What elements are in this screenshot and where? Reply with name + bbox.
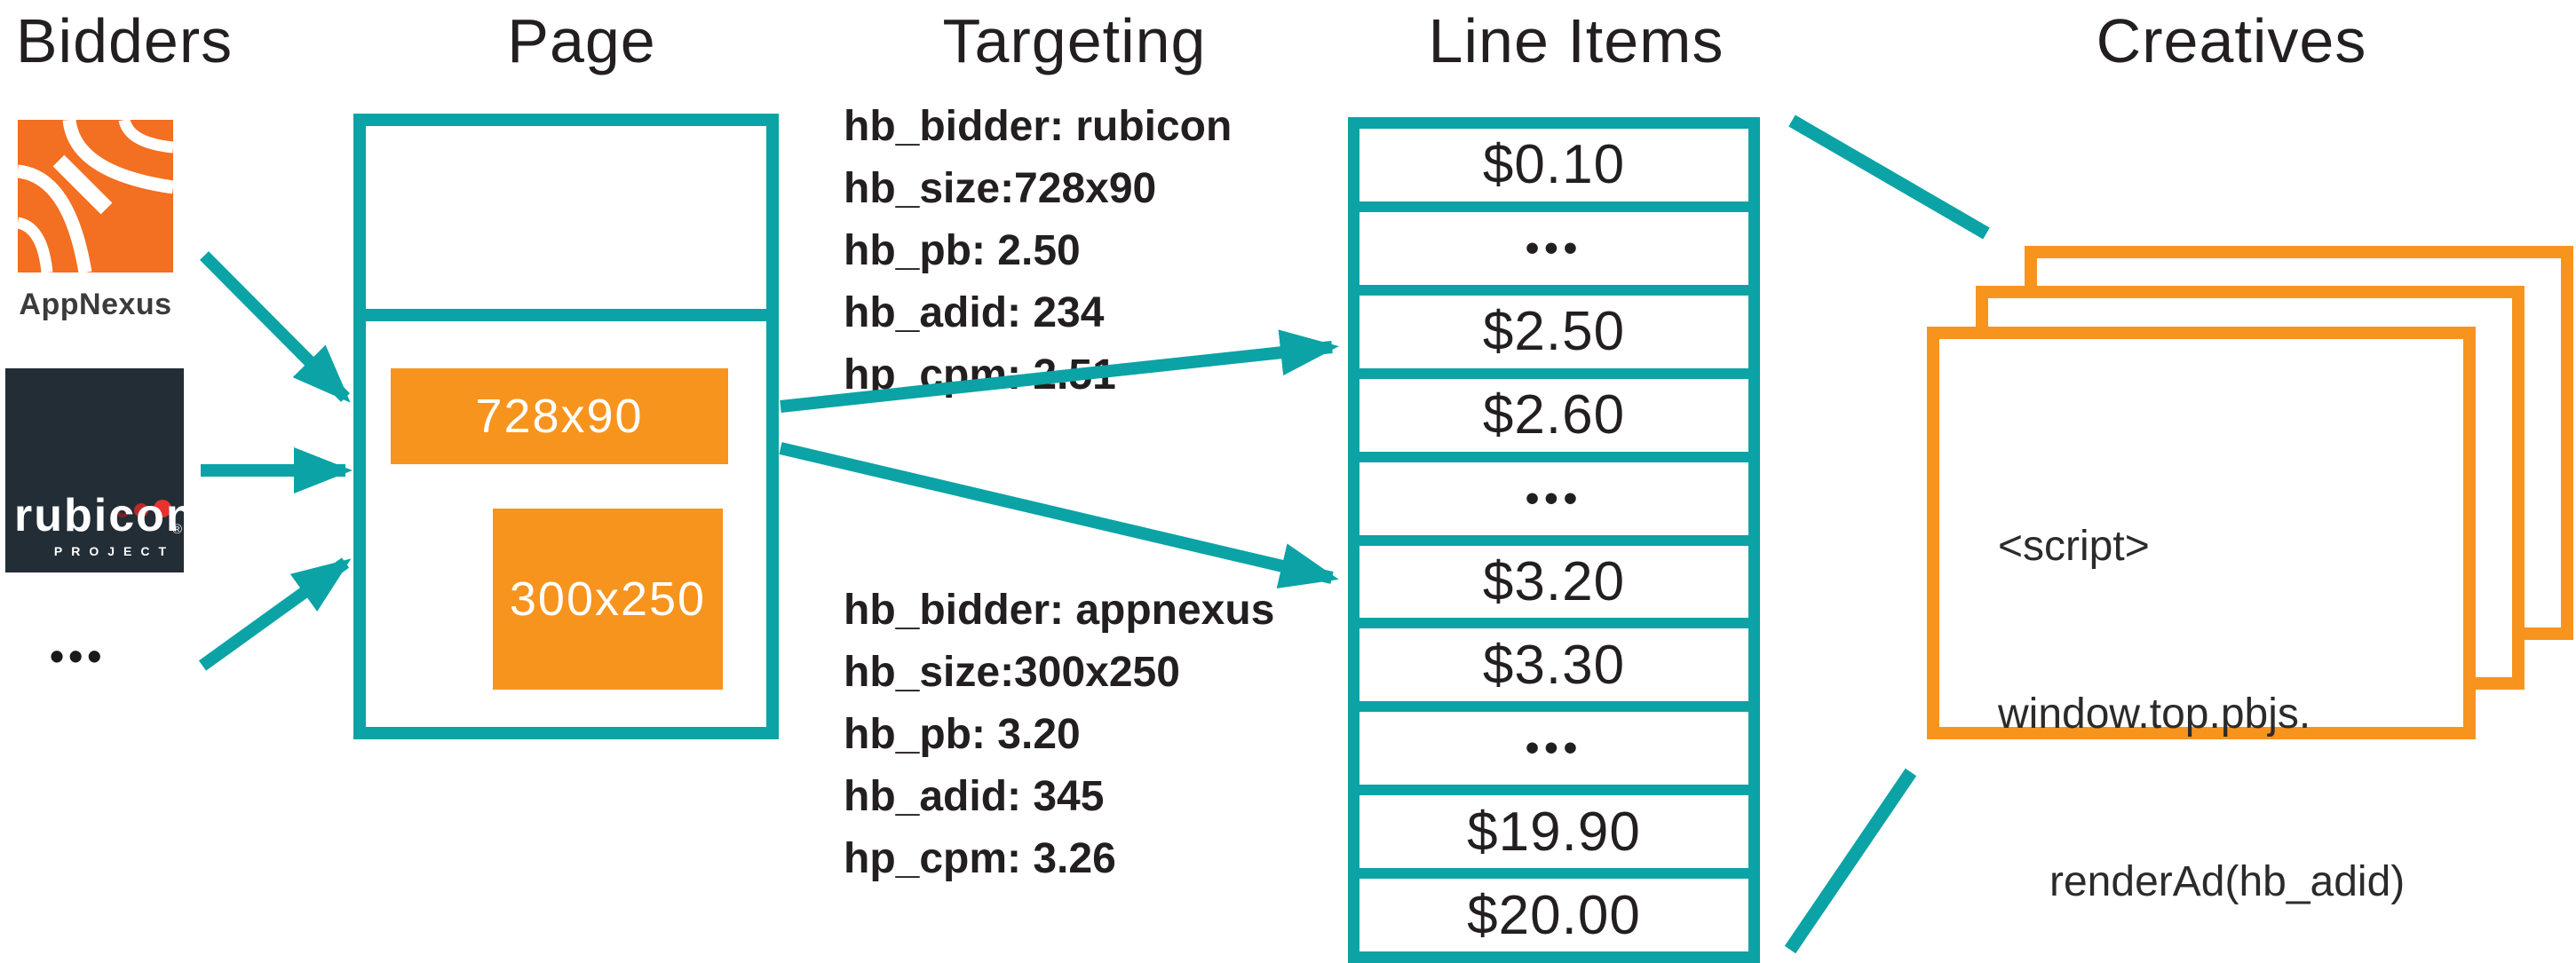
arrow-morebidders-to-page: [198, 557, 352, 671]
arrow-appnexus-to-page: [200, 251, 351, 403]
appnexus-logo-icon: [16, 118, 175, 274]
connector-creatives-to-line-items-bottom: [1784, 768, 1917, 954]
line-item-row: $0.10: [1359, 129, 1748, 201]
targeting-block-rubicon: hb_bidder: rubicon hb_size:728x90 hb_pb:…: [844, 96, 1232, 407]
page-box: 728x90 300x250: [353, 114, 779, 739]
ad-slot-728x90: 728x90: [391, 368, 728, 464]
column-title-page: Page: [507, 6, 656, 75]
line-item-row: $3.20: [1359, 545, 1748, 619]
rubicon-dots-icon: [116, 500, 171, 517]
targeting-line: hb_pb: 3.20: [844, 711, 1081, 758]
creative-card-front: <script> window.top.pbjs. renderAd(hb_ad…: [1927, 327, 2476, 905]
line-item-row: $19.90: [1359, 795, 1748, 869]
line-item-row-ellipsis: •••: [1359, 462, 1748, 535]
rubicon-wordmark: rubicon: [14, 490, 196, 541]
targeting-line: hb_size:300x250: [844, 649, 1180, 696]
line-item-row: $3.30: [1359, 628, 1748, 702]
line-item-row-ellipsis: •••: [1359, 211, 1748, 285]
script-line: window.top.pbjs.: [1998, 691, 2311, 738]
targeting-line: hp_cpm: 2.51: [844, 351, 1116, 399]
rubicon-project-label: PROJECT: [53, 544, 175, 558]
line-item-row-ellipsis: •••: [1359, 712, 1748, 785]
line-item-row: $2.60: [1359, 378, 1748, 452]
arrow-page-to-line-item-320: [779, 442, 1339, 589]
column-title-line-items: Line Items: [1428, 6, 1724, 75]
targeting-line: hp_cpm: 3.26: [844, 835, 1116, 882]
connector-line-items-to-creatives-top: [1788, 114, 1990, 240]
line-item-row: $2.50: [1359, 295, 1748, 368]
targeting-line: hb_bidder: rubicon: [844, 103, 1233, 150]
column-title-bidders: Bidders: [15, 6, 234, 75]
line-item-row: $20.00: [1359, 879, 1748, 952]
script-line: <script>: [1998, 523, 2150, 570]
page-header-divider: [366, 309, 766, 321]
targeting-line: hb_size:728x90: [844, 165, 1157, 212]
line-items-table: $0.10 ••• $2.50 $2.60 ••• $3.20 $3.30 ••…: [1348, 117, 1760, 963]
targeting-line: hb_adid: 234: [844, 289, 1105, 336]
bidder-rubicon: rubicon ® PROJECT: [5, 368, 194, 572]
script-line: renderAd(hb_adid): [2049, 858, 2406, 905]
creative-script-snippet: <script> window.top.pbjs. renderAd(hb_ad…: [1939, 339, 2463, 963]
targeting-line: hb_pb: 2.50: [844, 227, 1081, 274]
more-bidders-ellipsis: •••: [50, 633, 107, 679]
targeting-line: hb_adid: 345: [844, 773, 1105, 820]
targeting-block-appnexus: hb_bidder: appnexus hb_size:300x250 hb_p…: [844, 580, 1274, 890]
ad-slot-300x250: 300x250: [493, 509, 723, 690]
column-title-creatives: Creatives: [2096, 6, 2367, 75]
rubicon-registered-mark: ®: [171, 522, 182, 537]
appnexus-label: AppNexus: [19, 288, 172, 321]
column-title-targeting: Targeting: [942, 6, 1207, 75]
bidder-appnexus: AppNexus: [16, 118, 175, 322]
targeting-line: hb_bidder: appnexus: [844, 587, 1275, 634]
